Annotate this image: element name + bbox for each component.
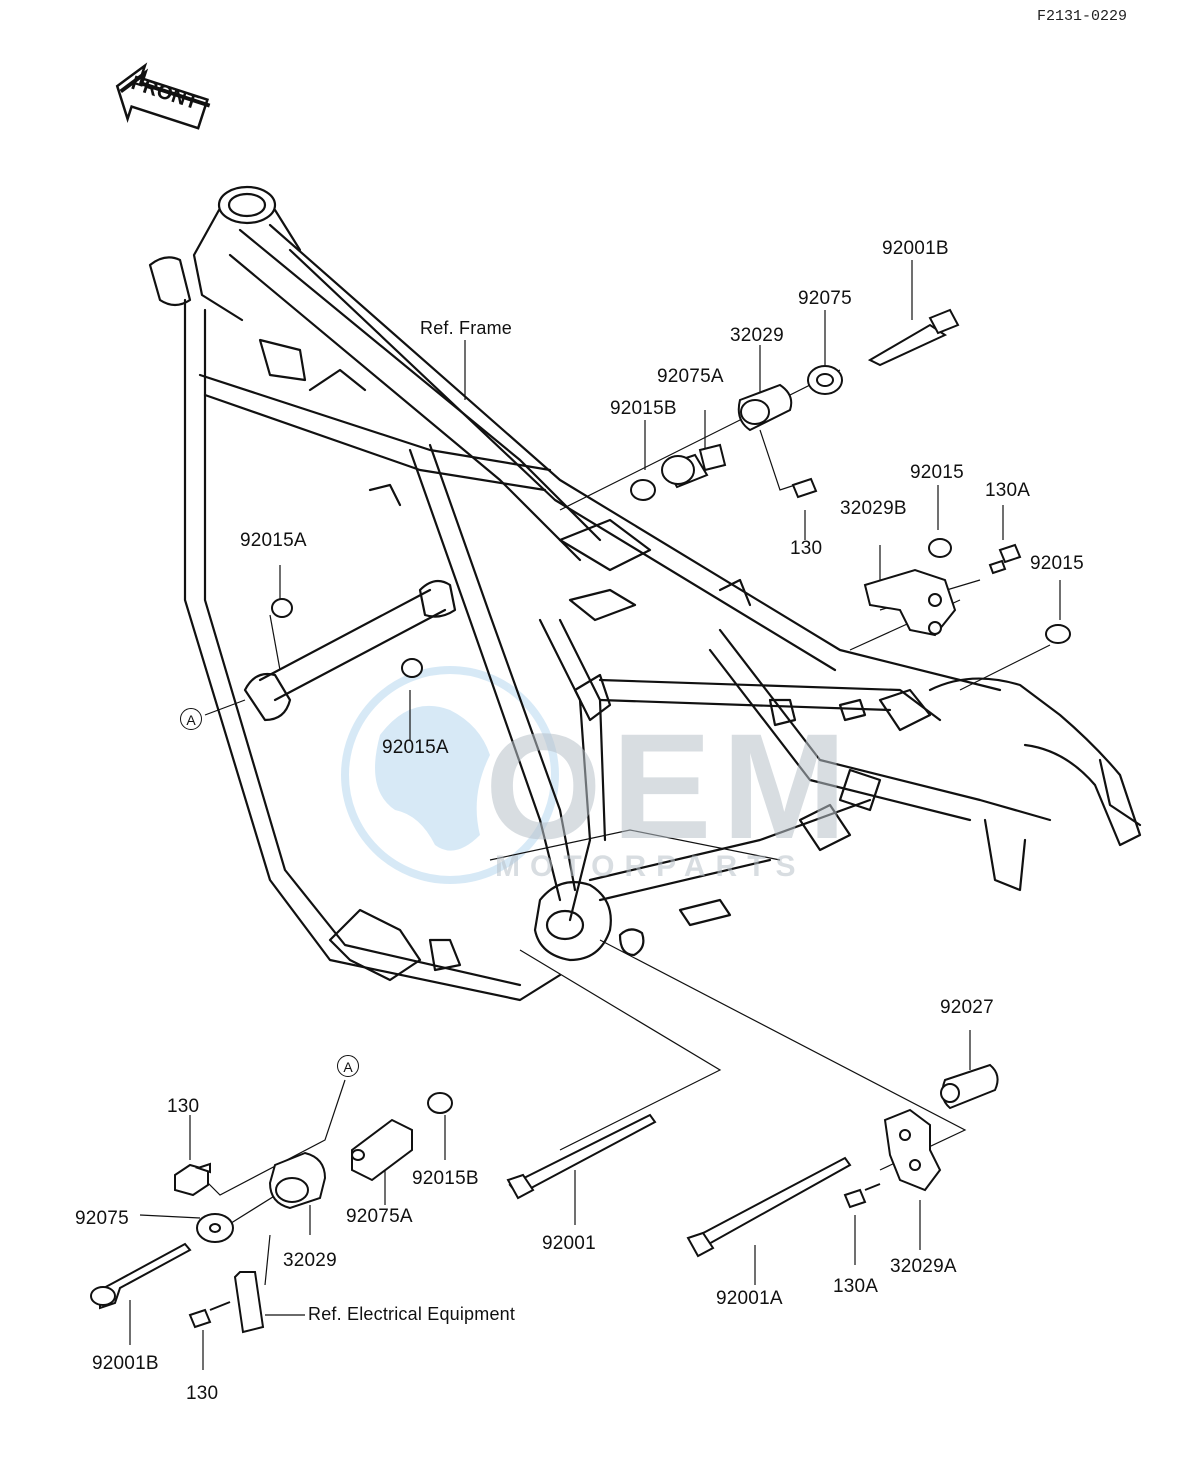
part-label: 92075 [798, 288, 852, 309]
front-arrow [115, 62, 211, 130]
ref-electrical-label: Ref. Electrical Equipment [308, 1304, 516, 1324]
callout-a-marker: A [180, 708, 202, 730]
part-label: 92001 [542, 1233, 596, 1254]
part-label: 92015 [1030, 553, 1084, 574]
part-label: 130 [167, 1096, 200, 1117]
part-label: 92075A [346, 1206, 413, 1227]
part-label: 32029A [890, 1256, 957, 1277]
part-label: 92015 [910, 462, 964, 483]
part-label: 92015B [412, 1168, 479, 1189]
diagram-code: F2131-0229 [1036, 8, 1127, 25]
part-label: 32029 [730, 325, 784, 346]
callout-a-marker: A [337, 1055, 359, 1077]
part-label: 92015A [382, 737, 449, 758]
watermark-brand: OEM [485, 702, 857, 870]
part-label: 92075A [657, 366, 724, 387]
ref-frame-label: Ref. Frame [420, 318, 513, 338]
part-label: 92015B [610, 398, 677, 419]
part-label: 92001B [92, 1353, 159, 1374]
part-label: 92001A [716, 1288, 783, 1309]
watermark-sub: MOTORPARTS [495, 850, 806, 883]
part-label: 130 [186, 1383, 219, 1404]
part-label: 92075 [75, 1208, 129, 1229]
part-label: 92001B [882, 238, 949, 259]
part-label: 130A [985, 480, 1031, 501]
watermark-logo [341, 666, 559, 884]
part-label: 130A [833, 1276, 879, 1297]
part-label: 32029B [840, 498, 907, 519]
part-label: 130 [790, 538, 823, 559]
part-label: 92015A [240, 530, 307, 551]
part-label: 92027 [940, 997, 994, 1018]
part-label: 32029 [283, 1250, 337, 1271]
